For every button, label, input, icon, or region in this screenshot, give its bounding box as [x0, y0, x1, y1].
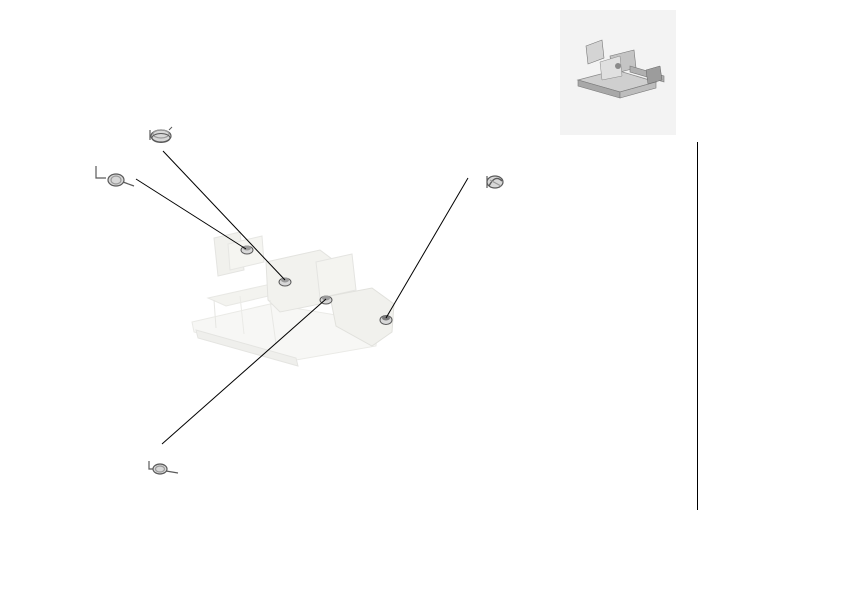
- overview-thumbnail-image: [576, 39, 665, 99]
- spring-clip-icon: [486, 175, 504, 189]
- installed-spring-b: [278, 277, 292, 287]
- coil-spring-icon: [149, 126, 173, 143]
- torsion-spring-icon: [148, 461, 179, 475]
- overview-thumbnail: [560, 10, 676, 135]
- leader-line-lower-torsion: [161, 298, 327, 445]
- installed-spring-a: [240, 245, 254, 255]
- leader-line-upper-coil: [162, 150, 286, 281]
- torsion-spring-icon: [95, 166, 135, 187]
- leader-line-left-torsion: [135, 178, 247, 250]
- leader-line-right: [385, 177, 469, 319]
- sidebar-divider: [697, 142, 698, 510]
- installed-spring-d: [379, 315, 393, 325]
- tray-assembly: [191, 231, 395, 367]
